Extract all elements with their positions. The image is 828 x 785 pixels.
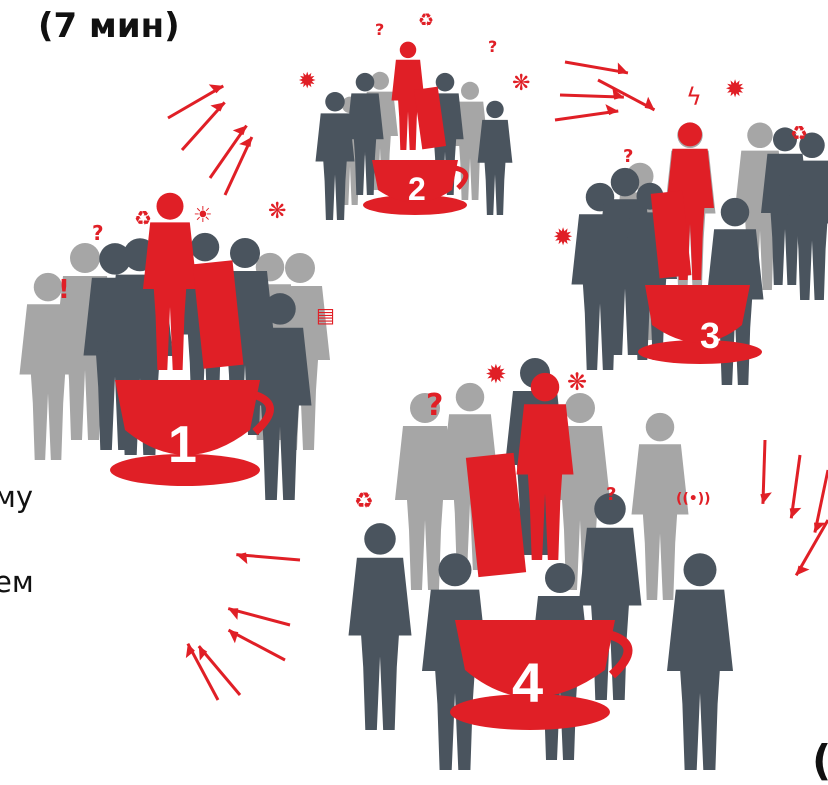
question-mark-icon: ? <box>375 20 384 39</box>
arrows-group-2-to-3 <box>555 39 657 132</box>
question-mark-icon: ? <box>92 221 104 245</box>
arrow-icon <box>555 95 619 133</box>
arrows-group-1-to-2 <box>163 82 267 195</box>
arrow-icon <box>743 440 790 505</box>
slide-title: (7 мин) <box>38 6 180 46</box>
lightbulb-icon: ✹ <box>298 69 316 94</box>
question-mark-icon: ? <box>606 484 616 505</box>
arrow-icon <box>782 520 828 578</box>
text-fragment: ( <box>812 736 828 785</box>
group-number: 3 <box>700 315 720 356</box>
lightning-icon: ϟ <box>686 83 702 111</box>
flower-icon: ❋ <box>567 368 587 396</box>
group-4: 4 ? ✹ ❋ ♻ ? ((•)) <box>349 358 734 770</box>
group-1: 1 ? ♻ ☀ ❋ ! ▤ <box>19 193 334 500</box>
flower-icon: ❋ <box>512 71 530 96</box>
arrows-group-3-to-4 <box>743 440 828 578</box>
arrow-icon <box>170 99 235 150</box>
group-3: 3 ϟ ✹ ♻ ? ✹ <box>553 75 828 385</box>
group-number: 4 <box>512 651 543 714</box>
question-mark-icon: ? <box>426 388 443 423</box>
wifi-signal-icon: ((•)) <box>676 491 711 507</box>
arrow-icon <box>565 39 630 92</box>
group-number: 1 <box>168 416 197 474</box>
arrow-icon <box>226 615 285 677</box>
exclamation-icon: ! <box>58 275 70 305</box>
trash-icon: ▤ <box>316 303 335 327</box>
question-mark-icon: ? <box>623 146 633 167</box>
text-fragment: ем <box>0 565 34 599</box>
lightbulb-icon: ✹ <box>725 75 745 103</box>
group-2: 2 ? ♻ ? ✹ ❋ <box>298 10 530 220</box>
arrow-icon <box>235 535 300 584</box>
arrow-icon <box>163 82 227 118</box>
sun-icon: ✹ <box>485 360 507 390</box>
arrow-icon <box>796 470 828 535</box>
arrows-group-4-to-1 <box>184 535 300 704</box>
group-number: 2 <box>408 171 426 207</box>
sun-icon: ☀ <box>193 203 213 228</box>
flower-icon: ❋ <box>268 199 286 224</box>
recycle-icon: ♻ <box>790 121 808 145</box>
arrow-icon <box>772 455 823 520</box>
recycle-icon: ♻ <box>354 489 374 514</box>
arrow-icon <box>207 134 268 195</box>
question-mark-icon: ? <box>488 37 497 56</box>
text-fragment: му <box>0 480 33 514</box>
recycle-icon: ♻ <box>418 10 434 31</box>
recycle-icon: ♻ <box>134 206 152 230</box>
sun-icon: ✹ <box>553 223 573 251</box>
arrow-icon <box>195 122 259 178</box>
